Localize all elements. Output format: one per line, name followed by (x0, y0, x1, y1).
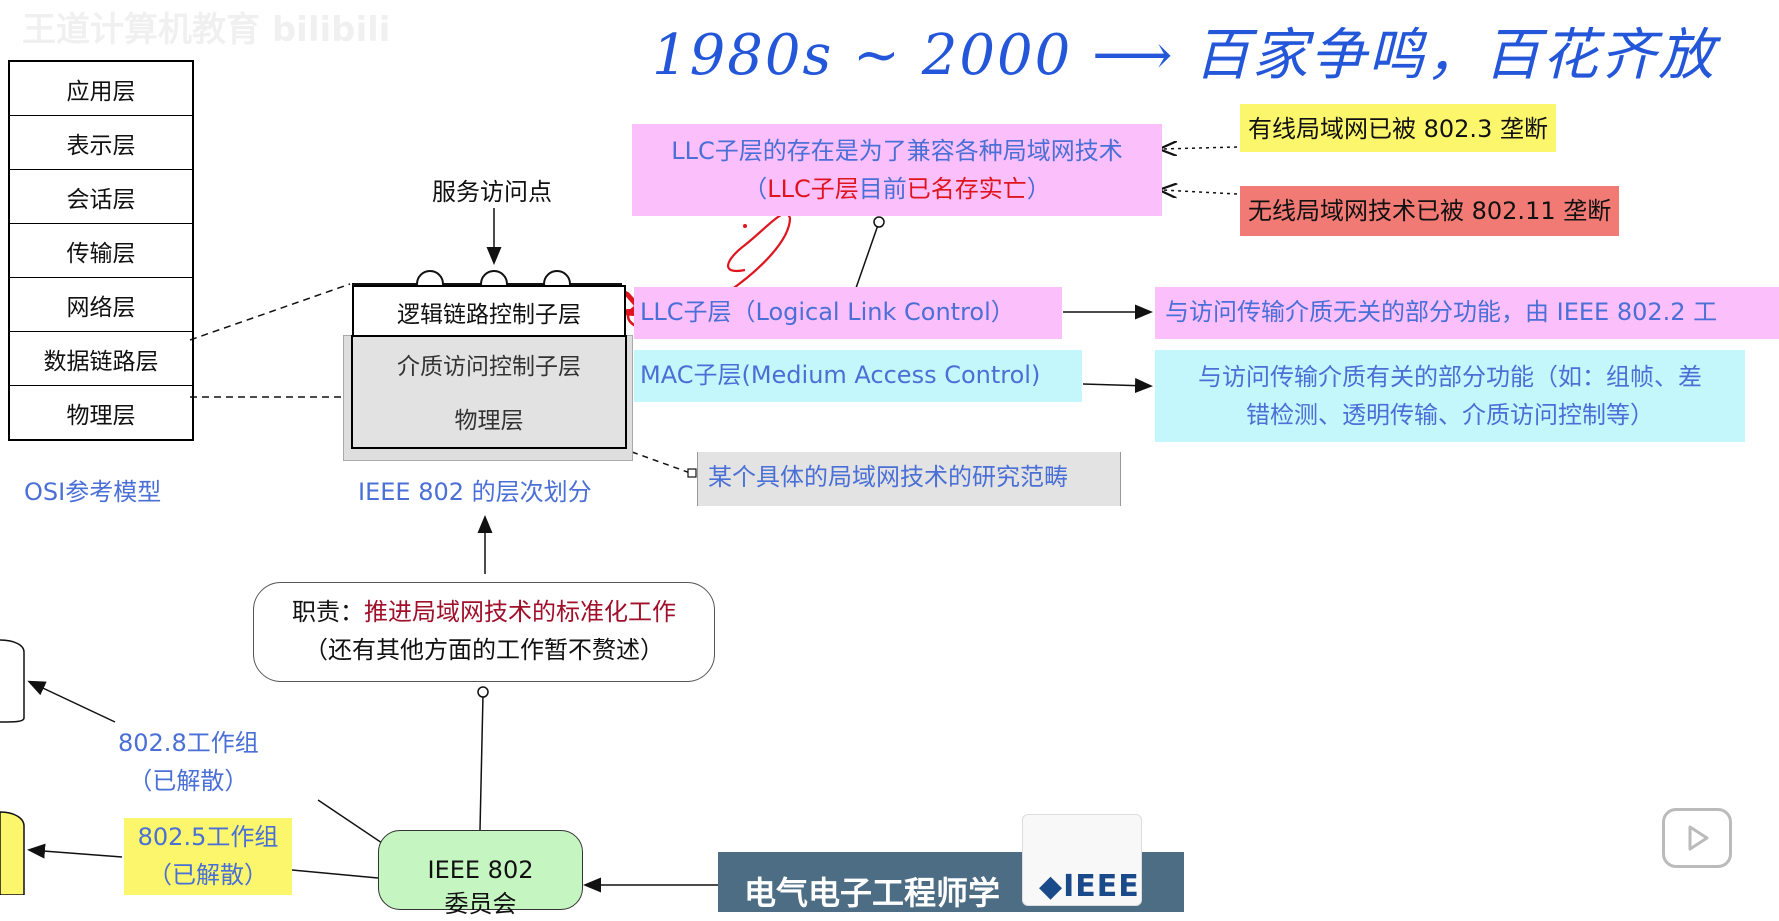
ieee-banner-text: 电气电子工程师学 (744, 874, 1001, 912)
osi-layer: 传输层 (10, 224, 192, 278)
wg8028-committee-line (317, 799, 386, 846)
play-icon (1688, 825, 1709, 851)
mac-sublayer-label: 介质访问控制子层 (397, 354, 581, 380)
osi-layer: 物理层 (66, 402, 136, 429)
wg-8028-line2: （已解散） (128, 767, 249, 795)
ieee-logo-text: ◆IEEE (1039, 869, 1140, 904)
wireless-arrow (1162, 190, 1238, 194)
mac-label: MAC子层(Medium Access Control) (634, 350, 1082, 402)
wg8025-arrow (27, 843, 123, 859)
wired-note: 有线局域网已被 802.3 垄断 (1240, 104, 1556, 152)
duty-line1: 职责：推进局域网技术的标准化工作 (254, 593, 714, 631)
db-cylinder-yellow (0, 811, 25, 895)
red-hand-squiggle (727, 212, 792, 293)
osi-layer: 网络层 (10, 278, 192, 332)
osi-layer: 表示层 (10, 116, 192, 170)
mac-description-line1: 与访问传输介质有关的部分功能（如：组帧、差 (1198, 363, 1702, 391)
osi-datalink-dash (189, 283, 351, 341)
db-cylinder-white (0, 639, 25, 723)
duty-line2: （还有其他方面的工作暂不赘述） (304, 636, 664, 664)
committee-line2: 委员会 (444, 890, 517, 918)
ieee802-committee-node: IEEE 802 委员会 (378, 830, 583, 918)
sap-label: 服务访问点 (432, 178, 552, 206)
wg-8025-line1: 802.5工作组 (137, 823, 279, 851)
llc-sublayer-box: 逻辑链路控制子层 (352, 285, 626, 337)
mac-sublayer-box: 介质访问控制子层 (351, 335, 627, 392)
llc-note-box: LLC子层的存在是为了兼容各种局域网技术 （LLC子层目前已名存实亡） (632, 124, 1162, 216)
physical-layer-label: 物理层 (454, 408, 524, 434)
llc-note-line2: （LLC子层目前已名存实亡） (632, 170, 1162, 208)
llc-label: LLC子层（Logical Link Control） (634, 287, 1062, 339)
osi-model-stack: 应用层 表示层 会话层 传输层 网络层 数据链路层 物理层 (8, 60, 194, 441)
osi-layer: 应用层 (10, 62, 192, 116)
osi-layer: 会话层 (10, 170, 192, 224)
red-hand-dot (743, 224, 747, 228)
mac-description-line2: 错检测、透明传输、介质访问控制等） (1246, 401, 1654, 429)
wired-arrow (1162, 147, 1238, 149)
llc-note-link-dot (873, 216, 885, 228)
osi-layer: 数据链路层 (10, 332, 192, 386)
wg-8028-label: 802.8工作组 （已解散） (118, 724, 259, 800)
ieee-logo: ◆IEEE (1022, 814, 1142, 906)
committee-line1: IEEE 802 (427, 856, 534, 884)
wg-8028-line1: 802.8工作组 (118, 729, 259, 757)
ieee802-caption: IEEE 802 的层次划分 (358, 478, 592, 506)
llc-note-red1: LLC子层 (767, 175, 859, 203)
play-button[interactable] (1662, 808, 1732, 868)
handwritten-title: 1980s ~ 2000 ⟶ 百家争鸣，百花齐放 (652, 23, 1717, 88)
physical-layer-box: 物理层 (351, 389, 627, 449)
osi-caption: OSI参考模型 (24, 478, 162, 506)
duty-prefix: 职责： (292, 598, 364, 626)
llc-note-line1: LLC子层的存在是为了兼容各种局域网技术 (671, 137, 1123, 165)
watermark: 王道计算机教育 bilibili (22, 10, 391, 50)
wg8028-arrow (27, 680, 116, 723)
duty-box: 职责：推进局域网技术的标准化工作 （还有其他方面的工作暂不赘述） (253, 582, 715, 682)
llc-note-paren-open: （ (743, 175, 768, 203)
duty-committee-line (479, 694, 484, 831)
mac-description: 与访问传输介质有关的部分功能（如：组帧、差 错检测、透明传输、介质访问控制等） (1155, 350, 1745, 442)
duty-committee-dot (477, 686, 489, 698)
duty-highlight: 推进局域网技术的标准化工作 (364, 598, 676, 626)
llc-note-red2: 已名存实亡 (906, 175, 1027, 203)
llc-note-link (855, 224, 879, 289)
research-note: 某个具体的局域网技术的研究范畴 (697, 452, 1121, 506)
wg8025-committee-line (291, 869, 379, 879)
mac-desc-arrow (1082, 378, 1153, 394)
llc-sublayer-label: 逻辑链路控制子层 (397, 302, 581, 328)
llc-description: 与访问传输介质无关的部分功能，由 IEEE 802.2 工 (1155, 287, 1779, 339)
wireless-note: 无线局域网技术已被 802.11 垄断 (1240, 186, 1620, 236)
wg-8025-line2: （已解散） (148, 861, 268, 889)
llc-note-blue: 目前 (858, 175, 907, 203)
research-dash-end (687, 468, 697, 478)
llc-note-paren-close: ） (1026, 175, 1051, 203)
wg-8025-label: 802.5工作组 （已解散） (124, 818, 292, 895)
research-dash (631, 451, 694, 475)
